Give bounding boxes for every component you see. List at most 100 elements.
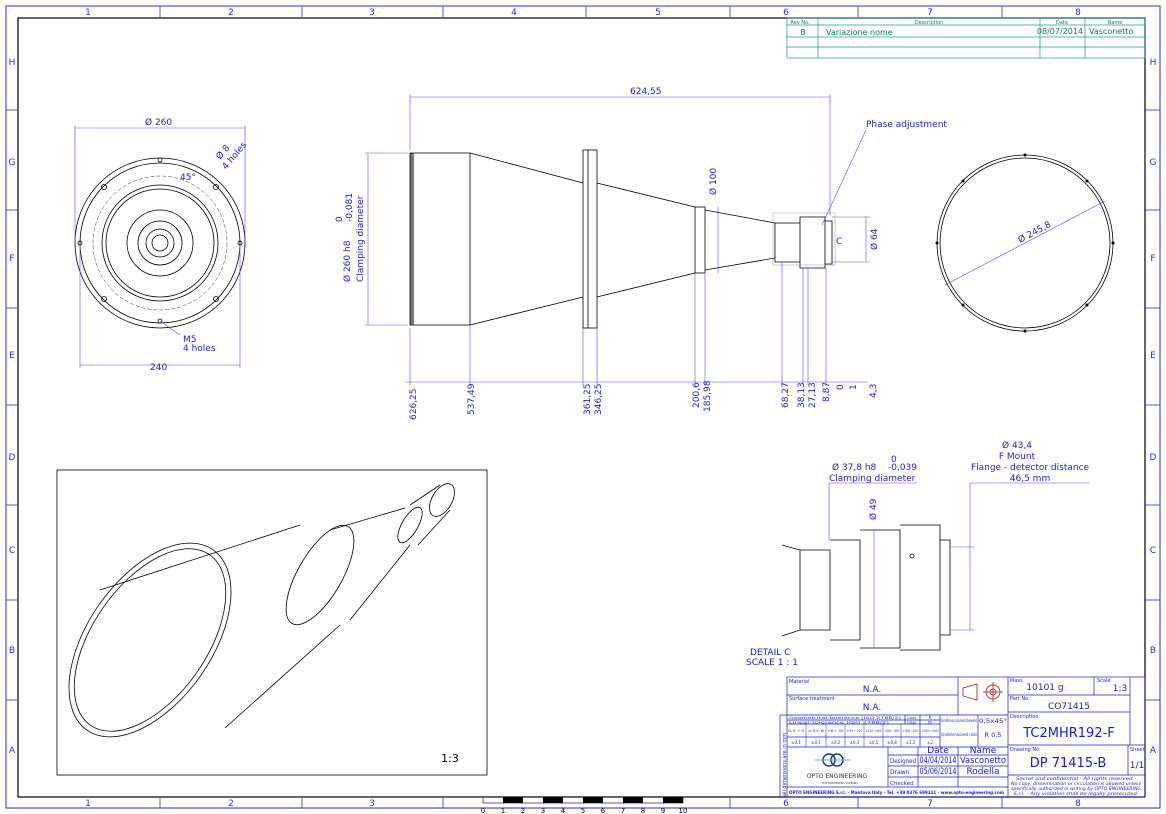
detail-c-scale: SCALE 1 : 1 <box>746 658 798 668</box>
detail-c-flange-label: Flange - detector distance <box>971 463 1090 473</box>
side-view-dia-100: Ø 100 <box>708 168 719 195</box>
scale-bar-4: 4 <box>561 807 566 814</box>
revision-block: Rev No. Description Date Name B Variazio… <box>786 17 1146 59</box>
front-view-width: 240 <box>150 363 167 373</box>
title-block-class-label: Class <box>907 720 916 724</box>
rev-name: Vasconetto <box>1089 27 1133 36</box>
title-block-lin-class: m <box>928 719 932 724</box>
revision-block-headers-rev: Rev No. <box>790 20 810 26</box>
title-block-disclaimer-1: No copy, dissemination or circulation is… <box>1011 781 1142 786</box>
outer-border <box>5 5 1161 809</box>
title-block-part-no-label: Part No. <box>1010 696 1030 702</box>
title-block-scale-label: Scale <box>1097 678 1110 684</box>
revision-block-headers-description: Description <box>915 20 943 26</box>
title-block-surface-label: Surface treatment <box>789 696 835 702</box>
title-block-name-label: Name <box>970 746 997 756</box>
side-view-clamp-tol-lower: -0,081 <box>345 193 355 222</box>
zones-columns-6: 7 <box>927 799 933 809</box>
detail-c-view: 0 Ø 37,8 h8 -0,039 Clamping diameter Ø 4… <box>746 440 1090 668</box>
zones-rows-3: E <box>1150 351 1156 361</box>
zones-rows-1: G <box>1150 158 1157 168</box>
zones-rows-0: H <box>9 58 16 68</box>
drawing-border <box>17 17 1146 798</box>
front-view-angle: 45° <box>180 173 196 183</box>
side-view-positions-2: 361,25 <box>583 384 593 416</box>
title-block-ranges-7: >2000 ÷4000 <box>922 729 939 733</box>
detail-c-dia-49: Ø 49 <box>868 498 879 520</box>
title-block-bevels-label: Undimensioned bevels <box>941 718 977 724</box>
scale-bar-10: 10 <box>679 807 688 814</box>
title-block-ranges-3: >30÷ 120 <box>847 729 864 733</box>
zones-columns-7: 8 <box>1075 8 1081 18</box>
side-view-overall-length: 624,55 <box>630 87 662 97</box>
front-view-thread: M5 <box>183 335 197 345</box>
title-block-radii: R 0,5 <box>985 731 1002 739</box>
title-block-ranges-1: >3÷ 6 <box>808 729 825 733</box>
side-view-clamp-label: Clamping diameter <box>356 195 366 282</box>
title-block-drawn-label: Drawn <box>890 769 910 776</box>
side-view-phase-label: Phase adjustment <box>866 120 947 130</box>
zones-rows-2: F <box>9 254 14 264</box>
scale-bar-7: 7 <box>621 807 625 814</box>
title-block-description-label: Description <box>1010 714 1038 720</box>
side-view-positions-10: 0 <box>836 384 846 390</box>
side-view-positions-7: 38,13 <box>797 382 807 408</box>
surface-value: N.A. <box>863 703 881 713</box>
front-view: Ø 260 Ø 8 4 holes 45° M5 4 holes 240 <box>74 117 249 373</box>
projection-symbol-icon <box>962 682 1003 702</box>
tolerance-values: ±0,1±0,1±0,2±0,3±0,5±0,8±1,2±2 <box>791 740 933 745</box>
zone-dividers <box>6 6 1160 808</box>
drawing-number: DP 71415-B <box>1030 756 1106 771</box>
title-block-ranges-5: >400÷ 1000 <box>885 729 900 733</box>
title-block-disclaimer-3: S.r.l. - Any violation shall be legally … <box>1014 791 1139 796</box>
title-block: Material N.A. Surface treatment N.A. Mas… <box>779 676 1146 798</box>
side-view-positions-3: 346,25 <box>594 384 604 416</box>
zones-rows-2: F <box>1150 254 1155 264</box>
title-block-logo-name: OPTO ENGINEERING <box>807 773 868 780</box>
zones-rows-6: B <box>1150 646 1156 656</box>
title-block-tolerances-2: ±0,2 <box>831 740 841 745</box>
zones-rows-5: C <box>9 546 15 556</box>
title-block-side-note: all dimensions are in mm <box>782 733 788 796</box>
tolerance-ranges: 0,5 ÷3 >3÷ 6 >6÷ 30 >30÷ 120 >120 ÷400 >… <box>788 729 939 733</box>
title-block-ranges-2: >6÷ 30 <box>828 729 845 733</box>
title-block-class-label: Class <box>907 716 916 720</box>
title-block-tolerances-1: ±0,1 <box>811 740 821 745</box>
rev-date: 08/07/2014 <box>1037 27 1083 36</box>
title-block-ranges-0: 0,5 ÷3 <box>788 729 804 733</box>
side-view-dia-64: Ø 64 <box>869 228 880 250</box>
part-number: CO71415 <box>1048 702 1090 712</box>
detail-c-clamp-label: Clamping diameter <box>829 474 916 484</box>
title-block-drawn-name: Rodella <box>966 767 999 777</box>
sheet-value: 1/1 <box>1130 761 1144 771</box>
title-block-lin-tol: Linear tolerance (ISO 2768/2) <box>789 720 890 724</box>
title-block-drawing-no-label: Drawing No. <box>1010 747 1041 753</box>
title-block-ranges-6: >1000 ÷2000 <box>903 729 919 733</box>
end-view-diameter: Ø 245,8 <box>1016 219 1053 246</box>
zones-columns-1: 2 <box>228 799 234 809</box>
zones-columns-7: 8 <box>1075 799 1081 809</box>
front-view-diameter: Ø 260 <box>145 117 172 128</box>
zones-columns-3: 4 <box>511 8 517 18</box>
mass-value: 10101 g <box>1026 683 1063 693</box>
detail-c-mount: F Mount <box>999 452 1036 462</box>
front-view-thread-count: 4 holes <box>183 344 216 354</box>
side-view-clamp-tol-upper: 0 <box>335 216 345 222</box>
zones-columns-2: 3 <box>369 799 375 809</box>
zones-columns-0: 1 <box>85 8 91 18</box>
detail-c-clamp-tol-upper: 0 <box>891 455 897 465</box>
iso-scale: 1:3 <box>441 752 459 765</box>
material-value: N.A. <box>863 685 881 695</box>
position-dimensions: 626,25 537,49 361,25 346,25 200,6 185,98… <box>409 380 879 420</box>
title-block-drawn-date: 05/06/2014 <box>920 767 957 777</box>
detail-c-clamp-diameter: Ø 37,8 h8 <box>832 462 877 473</box>
detail-c-mount-diameter: Ø 43,4 <box>1002 440 1032 451</box>
end-view: Ø 245,8 <box>935 153 1115 333</box>
title-block-designed-name: Vasconetto <box>960 756 1006 766</box>
title-block-tolerances-5: ±0,8 <box>887 740 897 745</box>
zones-columns-4: 5 <box>655 8 661 18</box>
revision-block-headers-name: Name <box>1108 20 1123 26</box>
zones-rows-3: E <box>9 351 15 361</box>
